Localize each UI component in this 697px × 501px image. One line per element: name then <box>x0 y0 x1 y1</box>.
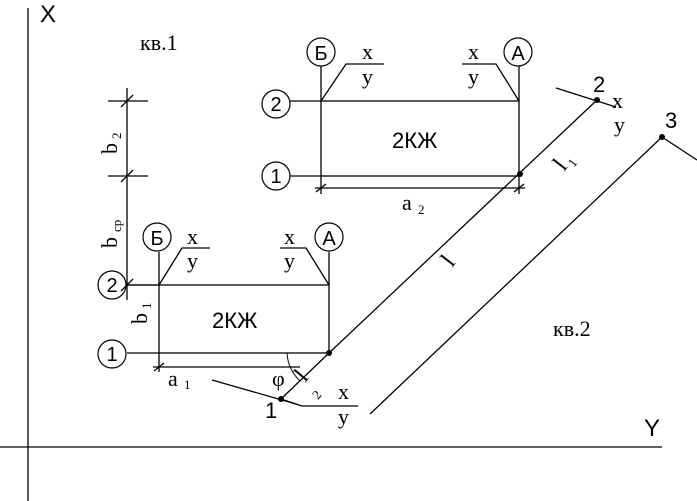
angle-phi-label: φ <box>272 366 285 391</box>
leader-a-lower <box>280 247 330 286</box>
coord-x-b-lower: x <box>187 224 198 249</box>
quarter-2-label: кв.2 <box>553 316 591 341</box>
leader-b-lower <box>158 247 210 286</box>
point-1-y: y <box>338 404 349 429</box>
a2-tick-right <box>513 183 525 193</box>
axis-mark-1-lower <box>97 339 127 369</box>
leader-a-upper <box>462 63 520 102</box>
y-axis-label: Y <box>644 415 660 442</box>
dim-a1-sub: 1 <box>184 377 191 392</box>
coord-y-b-lower: y <box>187 248 198 273</box>
building-upper-outline <box>320 100 520 177</box>
point-building-lower <box>326 350 332 356</box>
coord-x-a-lower: x <box>284 224 295 249</box>
leader-point-2 <box>555 87 617 108</box>
axis-mark-b-upper-text: Б <box>314 43 327 65</box>
point-2-y: y <box>614 112 625 137</box>
b-tick-mid <box>120 169 134 183</box>
point-2 <box>594 97 600 103</box>
coord-y-a-upper: y <box>468 64 479 89</box>
line-l-upper <box>328 99 598 354</box>
building-lower-outline <box>158 284 330 354</box>
angle-phi-arc <box>286 352 301 382</box>
quarter-1-label: кв.1 <box>140 30 178 55</box>
leader-point-1-xy <box>280 398 358 407</box>
line-l2 <box>280 352 330 400</box>
segment-l2-sub: 2 <box>309 387 325 402</box>
axis-mark-a-upper <box>503 37 533 67</box>
axis-mark-2-upper <box>261 89 291 119</box>
axis-mark-b-lower-text: Б <box>150 228 163 250</box>
dim-a2-main: a <box>402 190 412 215</box>
point-1-label: 1 <box>265 398 277 423</box>
axis-mark-b-lower <box>142 222 172 252</box>
axis-mark-2-upper-text: 2 <box>270 94 281 116</box>
leader-b-upper <box>320 63 384 102</box>
axis-mark-2-lower <box>97 270 127 300</box>
axis-mark-a-lower <box>314 222 344 252</box>
point-2-x: x <box>612 88 623 113</box>
building-lower: 2КЖ <box>127 247 330 354</box>
dim-a2-sub: 2 <box>418 202 425 217</box>
building-upper-label: 2КЖ <box>392 128 438 153</box>
dim-b2-sub: 2 <box>109 133 124 140</box>
point-building-upper <box>517 171 523 177</box>
point-3-label: 3 <box>665 108 677 133</box>
building-lower-label: 2КЖ <box>212 308 258 333</box>
axis-mark-1-lower-text: 1 <box>106 344 117 366</box>
segment-l2-main: l <box>290 365 314 387</box>
dim-a1-main: a <box>168 366 178 391</box>
dim-b1-sub: 1 <box>139 303 154 310</box>
coord-y-b-upper: y <box>362 64 373 89</box>
segment-l-label: l <box>436 250 461 272</box>
b-tick-top <box>120 94 134 108</box>
building-upper: 2КЖ <box>289 63 520 177</box>
dim-bcp-main: b <box>97 237 122 248</box>
axis-mark-1-upper-text: 1 <box>270 166 281 188</box>
dim-b1-main: b <box>127 313 152 324</box>
a1-tick-left <box>153 362 165 372</box>
a2-tick-left <box>315 183 327 193</box>
coord-x-a-upper: x <box>468 39 479 64</box>
axis-mark-2-lower-text: 2 <box>106 275 117 297</box>
coord-x-b-upper: x <box>362 39 373 64</box>
axis-mark-1-upper <box>261 161 291 191</box>
point-1-x: x <box>338 379 349 404</box>
dim-b2-main: b <box>97 143 122 154</box>
axis-mark-a-lower-text: А <box>322 228 336 250</box>
axis-mark-a-upper-text: А <box>511 43 525 65</box>
point-1 <box>278 396 284 402</box>
coord-y-a-lower: y <box>284 248 295 273</box>
line-l-parallel <box>369 136 663 415</box>
axis-mark-b-upper <box>306 37 336 67</box>
point-2-label: 2 <box>593 72 605 97</box>
leader-point-3 <box>661 136 697 161</box>
x-axis-label: X <box>40 1 56 28</box>
point-3 <box>659 134 665 140</box>
dim-bcp-sub: cp <box>109 220 124 232</box>
